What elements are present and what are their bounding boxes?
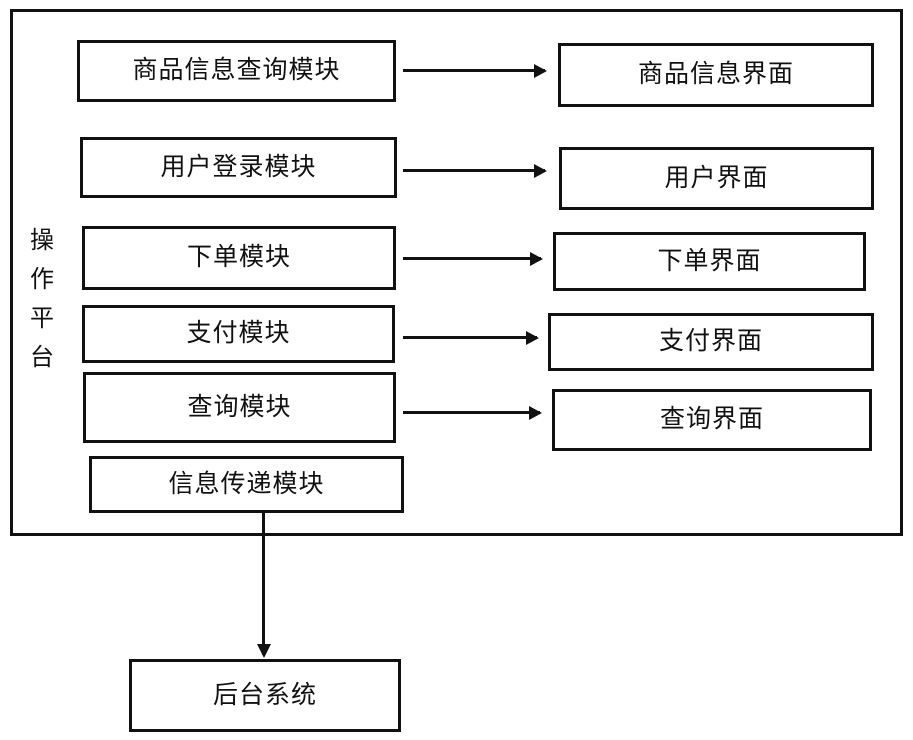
- module-label-product-info-query: 商品信息查询模块: [132, 57, 341, 85]
- interface-box-product-info[interactable]: 商品信息界面: [558, 43, 874, 107]
- arrow-product-info-query-to-product-info-interface: [403, 69, 545, 72]
- arrow-payment-to-payment-interface: [403, 336, 537, 339]
- operation-platform-label-char-1: 操: [30, 228, 54, 254]
- module-box-query[interactable]: 查询模块: [83, 372, 396, 443]
- interface-box-payment[interactable]: 支付界面: [548, 313, 874, 371]
- operation-platform-label: 操 作 平 台: [24, 222, 60, 378]
- module-box-order[interactable]: 下单模块: [82, 226, 396, 290]
- module-label-order: 下单模块: [186, 244, 291, 272]
- arrow-info-transfer-to-backend: [262, 513, 265, 655]
- operation-platform-label-char-2: 作: [30, 266, 54, 293]
- interface-box-order[interactable]: 下单界面: [553, 232, 866, 291]
- interface-label-order: 下单界面: [657, 247, 762, 275]
- arrow-user-login-to-user-interface: [403, 169, 545, 172]
- module-label-user-login: 用户登录模块: [160, 153, 317, 181]
- module-box-user-login[interactable]: 用户登录模块: [80, 137, 397, 198]
- interface-label-payment: 支付界面: [658, 328, 763, 356]
- module-box-payment[interactable]: 支付模块: [82, 305, 395, 363]
- arrow-query-to-query-interface: [403, 411, 540, 414]
- operation-platform-label-char-4: 台: [30, 344, 54, 371]
- module-label-info-transfer: 信息传递模块: [168, 470, 325, 498]
- backend-system-box[interactable]: 后台系统: [129, 659, 401, 732]
- arrow-order-to-order-interface: [403, 257, 541, 260]
- module-label-payment: 支付模块: [186, 320, 291, 348]
- operation-platform-frame: [10, 9, 903, 536]
- interface-box-user[interactable]: 用户界面: [559, 147, 874, 210]
- interface-label-query: 查询界面: [659, 406, 764, 434]
- module-label-query: 查询模块: [187, 393, 292, 421]
- backend-system-label: 后台系统: [212, 681, 317, 709]
- operation-platform-label-char-3: 平: [30, 305, 54, 332]
- module-box-info-transfer[interactable]: 信息传递模块: [89, 456, 404, 513]
- interface-box-query[interactable]: 查询界面: [552, 389, 872, 451]
- interface-label-product-info: 商品信息界面: [637, 61, 794, 89]
- interface-label-user: 用户界面: [664, 164, 769, 192]
- module-box-product-info-query[interactable]: 商品信息查询模块: [77, 40, 396, 102]
